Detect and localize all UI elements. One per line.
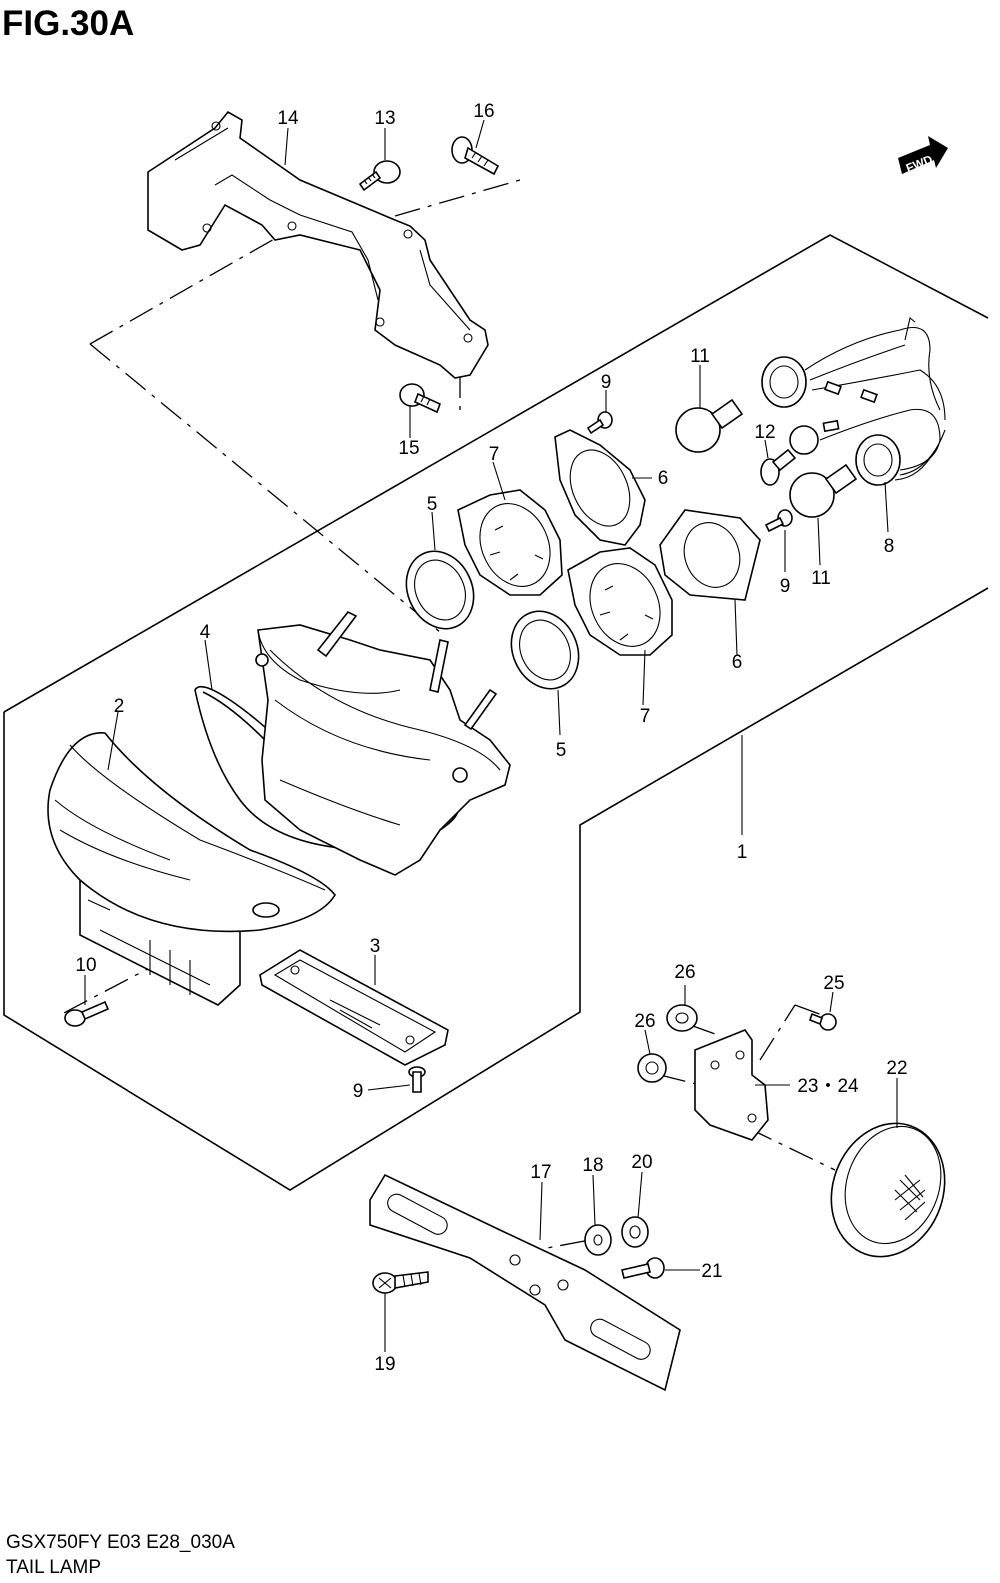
- callout-7-lower: 7: [640, 706, 651, 727]
- reflector-part-22: [830, 1122, 946, 1258]
- model-code: GSX750FY E03 E28_030A: [6, 1532, 235, 1553]
- screw-part-25: [809, 1012, 837, 1031]
- callout-22: 22: [886, 1058, 907, 1079]
- leader-lines: [84, 119, 898, 1352]
- callout-15: 15: [398, 438, 419, 459]
- callout-6-lower: 6: [732, 652, 743, 673]
- wiring-harness-part-8: [761, 317, 946, 486]
- callout-1: 1: [737, 842, 748, 863]
- bracket-part-23-24: [694, 1029, 769, 1141]
- screw-part-19: [372, 1271, 429, 1294]
- assembly-name: TAIL LAMP: [6, 1557, 102, 1578]
- socket-part-7-upper: [457, 489, 563, 596]
- callout-21: 21: [701, 1261, 722, 1282]
- callout-9-upper: 9: [601, 372, 612, 393]
- cover-part-3: [259, 949, 449, 1066]
- screw-part-10: [64, 1000, 110, 1027]
- plate-bracket-part-17: [369, 1173, 681, 1392]
- figure-title: FIG.30A: [2, 4, 135, 43]
- ring-part-5-upper: [405, 550, 475, 630]
- callout-18: 18: [582, 1155, 603, 1176]
- callout-11-lower: 11: [811, 568, 831, 589]
- bolt-part-15: [399, 383, 442, 414]
- socket-part-7-lower: [567, 547, 673, 656]
- callout-26-upper: 26: [674, 962, 695, 983]
- screw-part-9-middle: [764, 509, 793, 533]
- ring-part-5-lower: [510, 610, 580, 690]
- callout-26-lower: 26: [634, 1011, 655, 1032]
- gasket-part-6-upper: [554, 429, 646, 546]
- collar-part-26-upper: [666, 1004, 698, 1032]
- callout-13: 13: [374, 108, 395, 129]
- callout-9-middle: 9: [780, 576, 791, 597]
- bolt-part-13: [358, 160, 401, 192]
- callout-25: 25: [823, 973, 844, 994]
- washer-part-18: [584, 1224, 612, 1256]
- nut-part-20: [621, 1216, 649, 1248]
- callout-23-24: 23・24: [797, 1076, 859, 1097]
- fwd-arrow-icon: FWD: [898, 136, 948, 175]
- callout-20: 20: [631, 1152, 652, 1173]
- bolt-part-16: [451, 136, 500, 176]
- callout-3: 3: [370, 936, 381, 957]
- assembly-outline: [3, 234, 989, 1191]
- callout-labels: 1 2 3 4 5 5 6 6 7 7 8 9 9 9 10 11 11 12 …: [75, 101, 907, 1375]
- screw-part-9-lower: [408, 1066, 426, 1093]
- callout-6-upper: 6: [658, 468, 669, 489]
- bulb-part-11-upper: [675, 398, 744, 453]
- lens-part-2: [47, 732, 336, 1006]
- lamp-housing: [255, 610, 511, 876]
- callout-19: 19: [374, 1354, 395, 1375]
- callout-9-lower: 9: [353, 1081, 364, 1102]
- callout-8: 8: [884, 536, 895, 557]
- callout-12: 12: [754, 422, 775, 443]
- callout-10: 10: [75, 955, 96, 976]
- callout-7-upper: 7: [489, 444, 500, 465]
- bulb-part-12: [760, 448, 797, 486]
- callout-17: 17: [530, 1162, 551, 1183]
- callout-11-upper: 11: [690, 346, 710, 367]
- collar-part-26-lower: [637, 1053, 667, 1083]
- callout-14: 14: [277, 108, 299, 129]
- bulb-part-11-lower: [789, 463, 858, 518]
- callout-4: 4: [200, 622, 211, 643]
- screw-part-9-upper: [586, 411, 613, 435]
- bracket-part-14: [147, 110, 489, 379]
- callout-16: 16: [473, 101, 494, 122]
- callout-5-lower: 5: [556, 740, 567, 761]
- bolt-part-21: [621, 1257, 665, 1279]
- callout-5-upper: 5: [427, 494, 438, 515]
- callout-2: 2: [114, 696, 125, 717]
- gasket-part-6-lower: [659, 509, 761, 601]
